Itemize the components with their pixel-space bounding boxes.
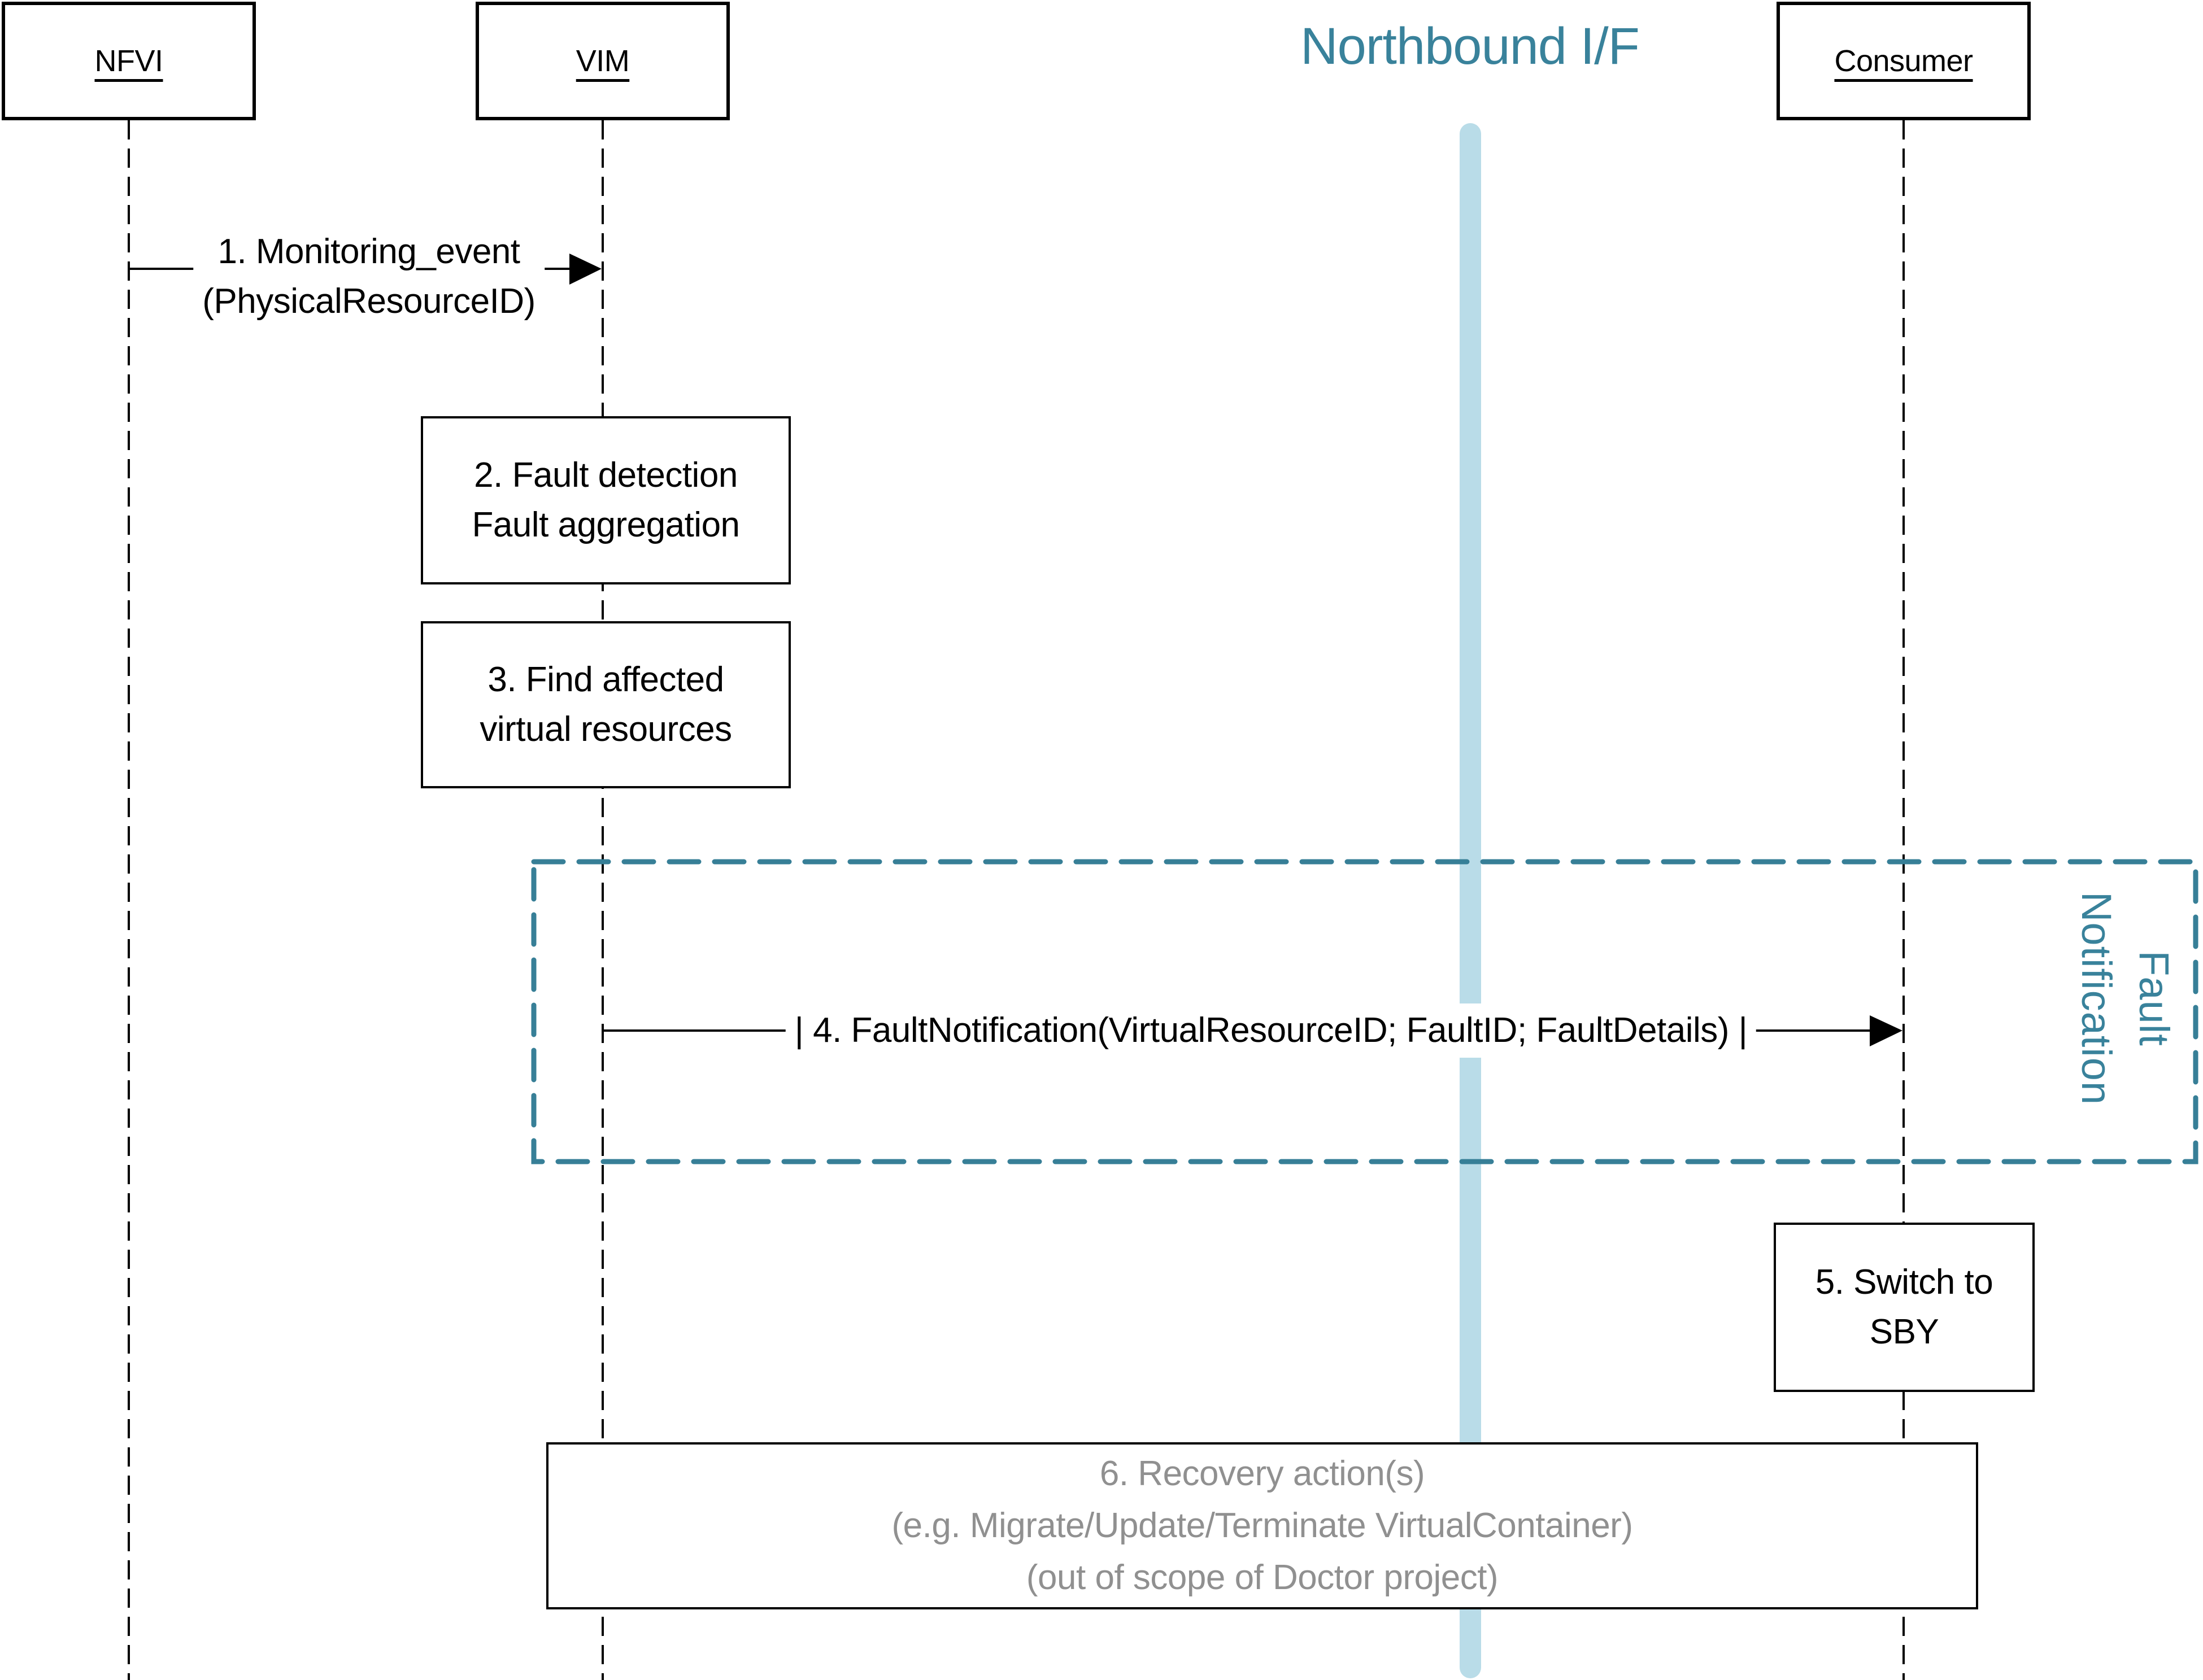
activity-6-line1: 6. Recovery action(s): [1099, 1454, 1425, 1493]
fault-notification-group-frame: [531, 859, 2198, 1164]
activity-3-line1: 3. Find affected: [487, 660, 724, 699]
activity-box-recovery-actions: 6. Recovery action(s) (e.g. Migrate/Upda…: [546, 1442, 1978, 1609]
activity-3-line2: virtual resources: [480, 710, 732, 749]
group-label-line2: Notification: [2073, 891, 2120, 1106]
message-1-arrowhead-icon: [569, 254, 602, 285]
message-1-label-line2: (PhysicalResourceID): [202, 282, 535, 321]
activity-2-line1: 2. Fault detection: [474, 456, 738, 495]
activity-6-line3: (out of scope of Doctor project): [1026, 1558, 1499, 1597]
actor-label-vim: VIM: [576, 44, 630, 78]
actor-label-consumer: Consumer: [1834, 44, 1973, 78]
actor-box-vim: VIM: [476, 2, 730, 120]
activity-5-line2: SBY: [1869, 1312, 1939, 1351]
group-label-line1: Fault: [2131, 950, 2178, 1046]
activity-6-line2: (e.g. Migrate/Update/Terminate VirtualCo…: [891, 1506, 1633, 1545]
activity-box-switch-to-sby: 5. Switch to SBY: [1774, 1223, 2035, 1392]
fault-notification-group-label: Fault Notification: [2067, 892, 2183, 1105]
actor-box-nfvi: NFVI: [2, 2, 256, 120]
northbound-interface-bar: [1460, 123, 1481, 1678]
message-4-arrowhead-icon: [1870, 1015, 1902, 1046]
activity-5-line1: 5. Switch to: [1815, 1263, 1993, 1302]
actor-box-consumer: Consumer: [1777, 2, 2031, 120]
message-4-label: | 4. FaultNotification(VirtualResourceID…: [785, 1003, 1757, 1058]
message-1-label: 1. Monitoring_event (PhysicalResourceID): [193, 225, 545, 329]
actor-label-nfvi: NFVI: [94, 44, 163, 78]
activity-box-find-affected: 3. Find affected virtual resources: [421, 621, 791, 788]
message-1-label-line1: 1. Monitoring_event: [217, 232, 520, 271]
activity-2-line2: Fault aggregation: [472, 505, 740, 544]
northbound-interface-title: Northbound I/F: [1300, 18, 1640, 75]
activity-box-fault-detection: 2. Fault detection Fault aggregation: [421, 416, 791, 584]
